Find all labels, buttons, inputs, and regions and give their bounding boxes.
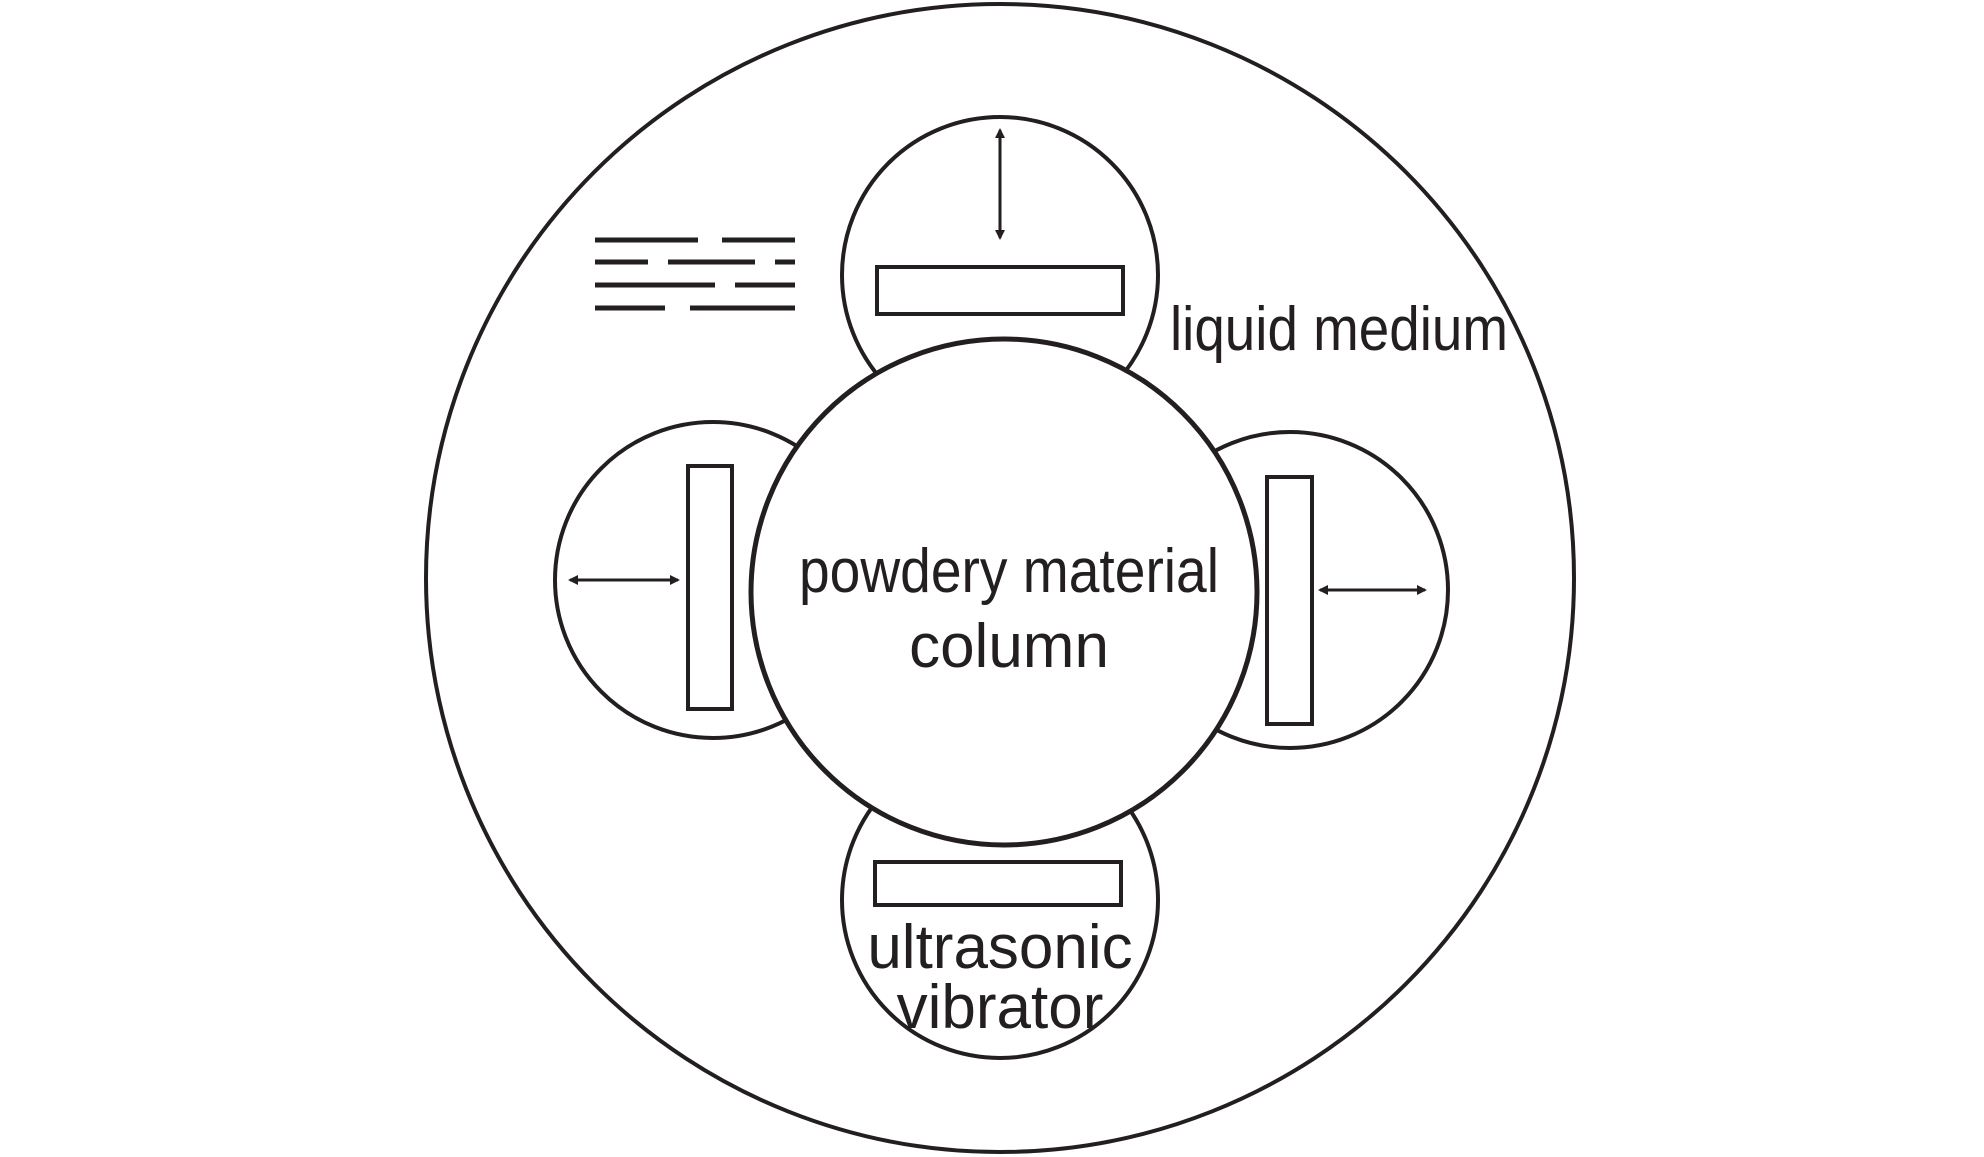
vibrator-plate-bottom xyxy=(873,860,1123,907)
liquid-medium-label: liquid medium xyxy=(1170,295,1508,364)
powdery-material-column-label-line1: powdery material xyxy=(799,537,1219,606)
liquid-medium-symbol-icon xyxy=(595,237,795,311)
ultrasonic-vibrator-label-line1: ultrasonic xyxy=(867,913,1132,982)
vibrator-plate-right xyxy=(1265,475,1314,726)
powdery-material-column xyxy=(748,336,1260,848)
ultrasonic-vibrator-label-line2: vibrator xyxy=(897,973,1104,1042)
powdery-material-column-label-line2: column xyxy=(909,612,1109,681)
vibrator-plate-top xyxy=(875,265,1125,316)
vibrator-plate-left xyxy=(686,464,734,711)
